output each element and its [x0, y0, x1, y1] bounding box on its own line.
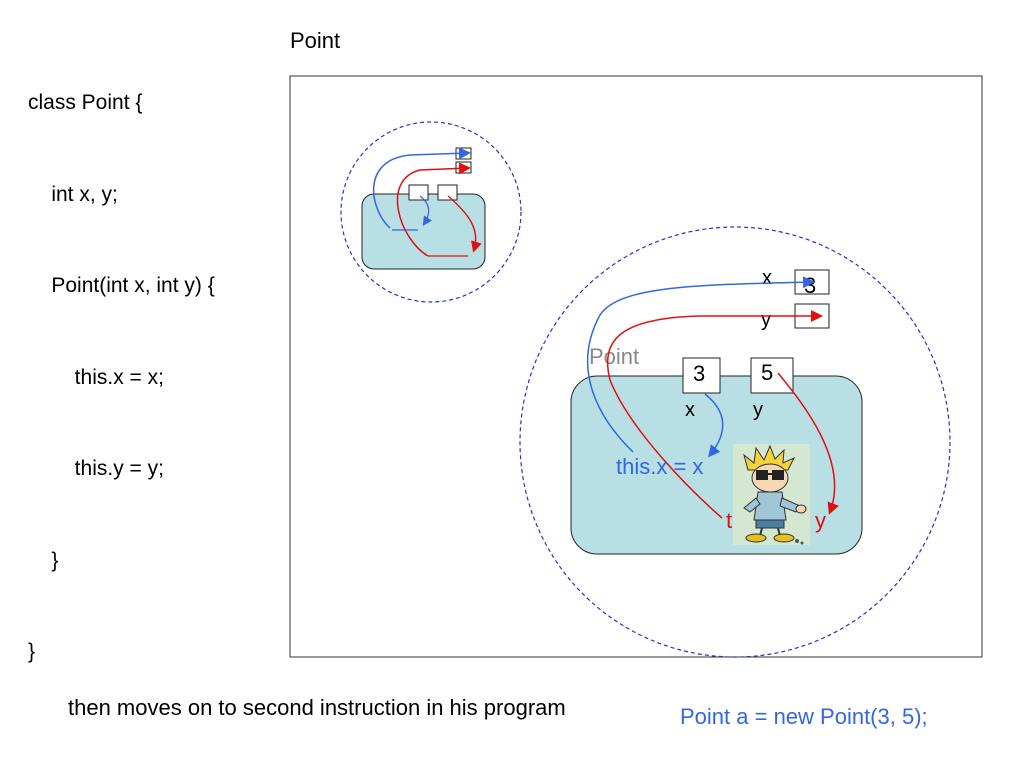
- field-x-name: x: [685, 399, 695, 421]
- field-y-value: 5: [761, 360, 773, 385]
- field-y-box: [750, 357, 794, 394]
- small-object-box: [361, 193, 486, 270]
- code-line: }: [28, 640, 36, 663]
- small-field-y: [437, 184, 458, 201]
- code-line: this.y = y;: [28, 457, 164, 480]
- large-dashed-circle: [519, 226, 951, 658]
- statement-text: Point a = new Point(3, 5);: [680, 704, 928, 729]
- red-y-label: y: [815, 508, 826, 533]
- red-t-label: t: [726, 508, 732, 533]
- object-label: Point: [589, 344, 639, 369]
- cartoon-boy-with-glasses-icon: [733, 444, 810, 545]
- field-y-name: y: [753, 399, 763, 421]
- red-y-field-arrow: [777, 372, 839, 515]
- small-blue-inner-arrow: [419, 195, 432, 226]
- code-line: Point(int x, int y) {: [28, 274, 215, 297]
- outer-field-x-value: 3: [804, 273, 816, 298]
- small-red-inner-arrow: [447, 195, 482, 253]
- field-x-value: 3: [693, 361, 705, 386]
- small-field-x: [408, 184, 429, 201]
- field-x-box: [682, 357, 721, 394]
- code-line: class Point {: [28, 91, 143, 114]
- red-this-y-arrow: [606, 310, 823, 519]
- small-blue-arrow: [373, 147, 471, 229]
- code-line: }: [28, 548, 59, 572]
- large-object-group: Point 3 5 x y x 3 y this.x = x t y: [519, 226, 951, 658]
- outer-field-y-label: y: [761, 309, 771, 331]
- caption-text: then moves on to second instruction in h…: [68, 695, 566, 720]
- statement-this-x: this.x = x: [616, 454, 703, 479]
- outer-field-x-label: x: [762, 267, 772, 289]
- small-dashed-circle: [340, 121, 522, 303]
- small-red-arrow: [396, 162, 471, 257]
- diagram-frame: [289, 75, 983, 658]
- code-line: int x, y;: [28, 182, 118, 206]
- code-listing: class Point { int x, y; Point(int x, int…: [28, 27, 215, 698]
- code-line: this.x = x;: [28, 365, 164, 389]
- small-object-group: [340, 121, 522, 303]
- diagram-title: Point: [290, 28, 341, 53]
- blue-this-x-arrow: [586, 276, 815, 453]
- blue-x-to-statement-arrow: [704, 393, 724, 458]
